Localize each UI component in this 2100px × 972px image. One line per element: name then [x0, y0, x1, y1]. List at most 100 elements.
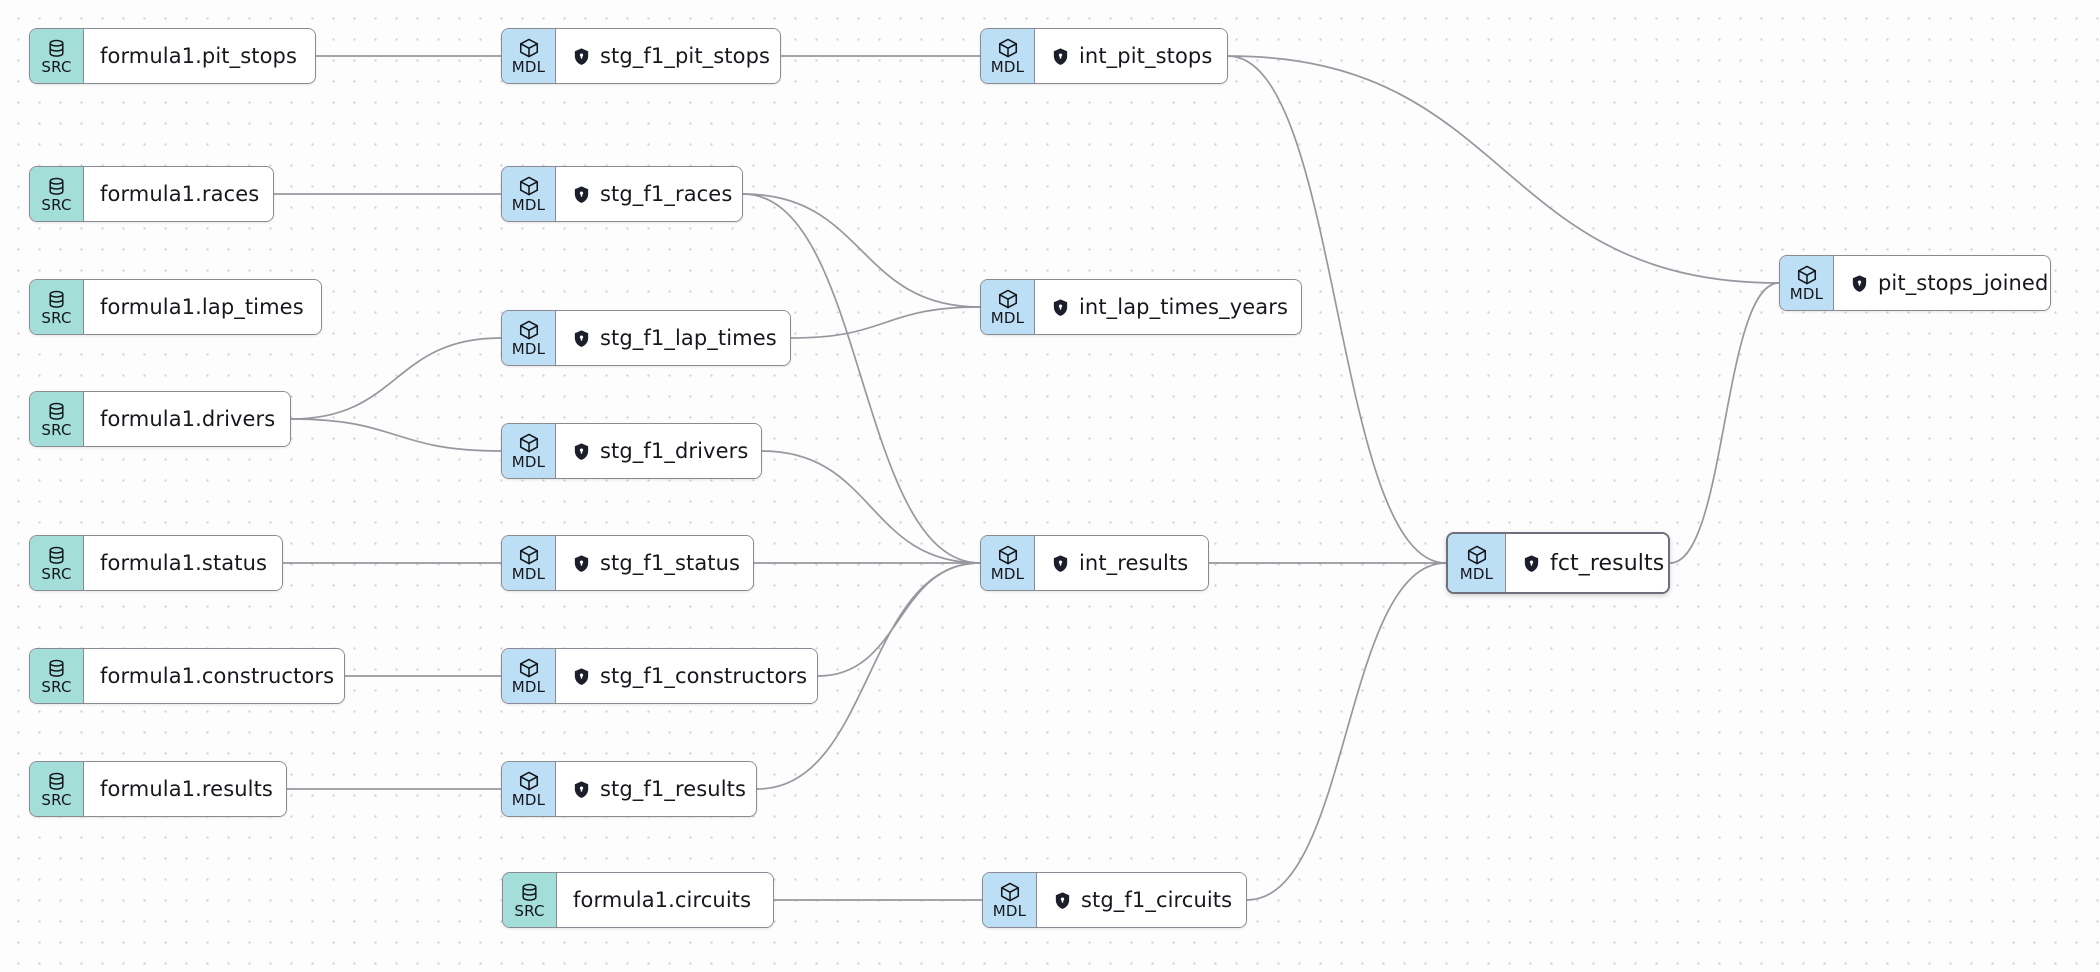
cube-icon	[518, 770, 540, 792]
graph-node-src_constructors[interactable]: SRC formula1.constructors	[29, 648, 345, 704]
badge-label: MDL	[992, 902, 1027, 920]
edge-stg_constructors-to-int_results	[817, 562, 981, 677]
model-type-badge: MDL	[502, 167, 556, 221]
source-type-badge: SRC	[30, 392, 84, 446]
edge-stg_races-to-int_results	[742, 193, 981, 564]
cube-icon	[997, 288, 1019, 310]
badge-label: MDL	[990, 309, 1025, 327]
badge-label: MDL	[990, 565, 1025, 583]
cube-icon	[518, 432, 540, 454]
badge-label: MDL	[511, 791, 546, 809]
database-icon	[46, 38, 67, 59]
node-label: stg_f1_results	[600, 777, 747, 801]
cube-icon	[997, 37, 1019, 59]
graph-node-int_results[interactable]: MDL int_results	[980, 535, 1209, 591]
shield-icon	[572, 780, 591, 799]
node-body: formula1.constructors	[84, 649, 344, 703]
graph-node-int_lap_times_years[interactable]: MDL int_lap_times_years	[980, 279, 1302, 335]
cube-icon	[518, 544, 540, 566]
node-body: int_pit_stops	[1035, 29, 1227, 83]
graph-node-stg_constructors[interactable]: MDL stg_f1_constructors	[501, 648, 818, 704]
source-type-badge: SRC	[503, 873, 557, 927]
node-body: formula1.drivers	[84, 392, 290, 446]
shield-icon	[572, 442, 591, 461]
source-type-badge: SRC	[30, 29, 84, 83]
shield-icon	[1051, 47, 1070, 66]
cube-icon	[1466, 544, 1488, 566]
database-icon	[46, 658, 67, 679]
node-body: stg_f1_races	[556, 167, 742, 221]
node-label: formula1.constructors	[100, 664, 335, 688]
database-icon	[46, 771, 67, 792]
node-body: stg_f1_drivers	[556, 424, 761, 478]
node-label: stg_f1_constructors	[600, 664, 808, 688]
model-type-badge: MDL	[981, 536, 1035, 590]
node-label: stg_f1_drivers	[600, 439, 749, 463]
shield-icon	[1053, 891, 1072, 910]
node-label: stg_f1_circuits	[1081, 888, 1233, 912]
cube-icon	[518, 175, 540, 197]
node-body: stg_f1_status	[556, 536, 753, 590]
node-body: formula1.pit_stops	[84, 29, 315, 83]
graph-node-stg_races[interactable]: MDL stg_f1_races	[501, 166, 743, 222]
node-label: int_results	[1079, 551, 1189, 575]
node-label: int_lap_times_years	[1079, 295, 1288, 319]
badge-label: SRC	[41, 677, 72, 696]
shield-icon	[572, 185, 591, 204]
node-label: formula1.results	[100, 777, 273, 801]
graph-node-stg_drivers[interactable]: MDL stg_f1_drivers	[501, 423, 762, 479]
edge-int_pit_stops-to-pit_stops_joined	[1227, 55, 1780, 284]
node-label: formula1.status	[100, 551, 268, 575]
source-type-badge: SRC	[30, 536, 84, 590]
edge-stg_lap_times-to-int_lap_times_years	[790, 306, 981, 339]
badge-label: MDL	[990, 58, 1025, 76]
badge-label: MDL	[1459, 565, 1494, 583]
source-type-badge: SRC	[30, 280, 84, 334]
badge-label: MDL	[511, 678, 546, 696]
node-body: formula1.results	[84, 762, 286, 816]
node-body: int_results	[1035, 536, 1208, 590]
shield-icon	[1051, 298, 1070, 317]
edge-stg_races-to-int_lap_times_years	[742, 193, 981, 308]
badge-label: MDL	[511, 453, 546, 471]
node-body: stg_f1_pit_stops	[556, 29, 780, 83]
node-label: fct_results	[1550, 550, 1665, 576]
edge-src_drivers-to-stg_lap_times	[290, 337, 502, 420]
database-icon	[46, 545, 67, 566]
node-body: fct_results	[1506, 534, 1668, 592]
graph-node-stg_circuits[interactable]: MDL stg_f1_circuits	[982, 872, 1247, 928]
node-label: pit_stops_joined	[1878, 271, 2049, 295]
edge-stg_circuits-to-fct_results	[1246, 562, 1447, 901]
badge-label: SRC	[41, 195, 72, 214]
graph-node-stg_results[interactable]: MDL stg_f1_results	[501, 761, 757, 817]
graph-node-int_pit_stops[interactable]: MDL int_pit_stops	[980, 28, 1228, 84]
graph-node-src_circuits[interactable]: SRC formula1.circuits	[502, 872, 774, 928]
graph-node-fct_results[interactable]: MDL fct_results	[1446, 532, 1670, 594]
graph-node-src_status[interactable]: SRC formula1.status	[29, 535, 283, 591]
graph-node-src_races[interactable]: SRC formula1.races	[29, 166, 274, 222]
model-type-badge: MDL	[502, 311, 556, 365]
source-type-badge: SRC	[30, 649, 84, 703]
edge-stg_drivers-to-int_results	[761, 450, 981, 564]
edge-src_drivers-to-stg_drivers	[290, 418, 502, 452]
node-body: formula1.status	[84, 536, 282, 590]
shield-icon	[572, 329, 591, 348]
graph-node-src_pit_stops[interactable]: SRC formula1.pit_stops	[29, 28, 316, 84]
node-label: formula1.races	[100, 182, 260, 206]
node-label: stg_f1_status	[600, 551, 741, 575]
node-label: int_pit_stops	[1079, 44, 1213, 68]
cube-icon	[1796, 264, 1818, 286]
node-label: formula1.circuits	[573, 888, 752, 912]
node-label: stg_f1_races	[600, 182, 733, 206]
node-body: formula1.lap_times	[84, 280, 321, 334]
node-label: formula1.pit_stops	[100, 44, 298, 68]
